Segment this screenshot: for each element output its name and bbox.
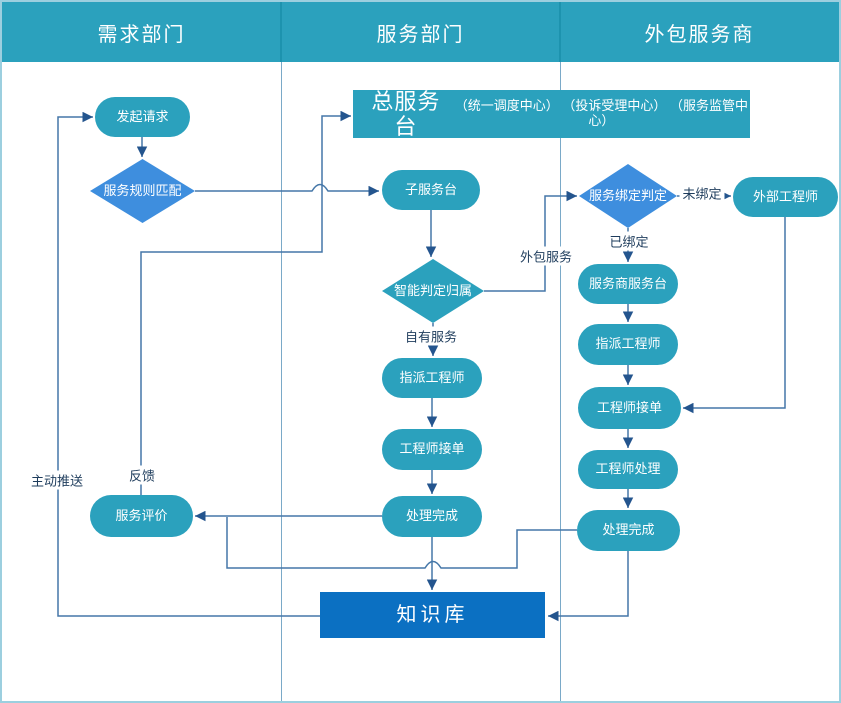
node-label: 处理完成 [602,522,655,538]
edge-smartjudge-to-bindjudge-outsourced [484,190,577,292]
lane-title: 需求部门 [97,23,186,46]
node-label: 服务规则匹配 [103,182,182,198]
node-service-rule-match: 服务规则匹配 [90,159,195,223]
node-vendor-service-desk: 服务商服务台 [578,264,678,304]
header-divider [559,2,561,62]
edge-label-active-push: 主动推送 [27,470,87,490]
edge-label-bound: 已绑定 [606,231,652,251]
lane-header-demand-dept: 需求部门 [2,2,281,62]
edge-label-unbound: 未绑定 [679,183,725,203]
edge-rulematch-to-subdesk [195,183,379,197]
node-label: 工程师处理 [595,461,661,477]
node-label: 工程师接单 [399,441,465,457]
lane-title: 服务部门 [376,23,465,46]
edge-external-to-accept-right [683,217,786,414]
edge-evaluation-to-maindesk-feedback [140,110,351,495]
lane-divider [560,62,561,701]
node-label: 总服务台 [371,88,441,139]
node-label: 指派工程师 [595,336,661,352]
node-process-done-right: 处理完成 [577,510,680,551]
node-process-done-mid: 处理完成 [382,496,482,537]
node-engineer-accept-right: 工程师接单 [578,387,681,429]
node-external-engineer: 外部工程师 [733,177,838,217]
edge-label-feedback: 反馈 [125,465,159,485]
node-sub-service-desk: 子服务台 [382,170,480,210]
node-label: 子服务台 [404,181,457,197]
node-smart-judge: 智能判定归属 [382,259,484,323]
lane-title: 外包服务商 [644,23,755,46]
edge-label-outsourced-service: 外包服务 [516,246,576,266]
node-label: 智能判定归属 [393,282,472,298]
node-service-evaluation: 服务评价 [90,495,193,537]
edge-label-own-service: 自有服务 [401,326,461,346]
node-label: 服务绑定判定 [588,187,667,203]
node-knowledge-base: 知识库 [320,592,545,638]
node-label: 工程师接单 [596,399,662,415]
node-label: 指派工程师 [399,369,465,385]
node-launch-request: 发起请求 [95,97,190,137]
lane-header-outsourcer: 外包服务商 [560,2,839,62]
node-label: 外部工程师 [752,188,818,204]
node-label: 发起请求 [116,108,169,124]
node-label: 服务商服务台 [588,275,667,291]
node-engineer-accept-mid: 工程师接单 [382,429,482,470]
node-assign-engineer-mid: 指派工程师 [382,358,482,398]
node-assign-engineer-right: 指派工程师 [578,324,678,365]
lane-header-service-dept: 服务部门 [281,2,560,62]
node-label: 服务评价 [115,507,168,523]
node-engineer-process-right: 工程师处理 [578,450,678,489]
node-label: 处理完成 [405,508,458,524]
node-sublabel: （统一调度中心） （投诉受理中心） （服务监管中心） [454,98,748,128]
node-bind-judge: 服务绑定判定 [579,164,677,228]
header-divider [280,2,282,62]
node-label: 知识库 [396,603,469,626]
lane-divider [281,62,282,701]
node-main-service-desk: 总服务台 （统一调度中心） （投诉受理中心） （服务监管中心） [353,88,750,139]
